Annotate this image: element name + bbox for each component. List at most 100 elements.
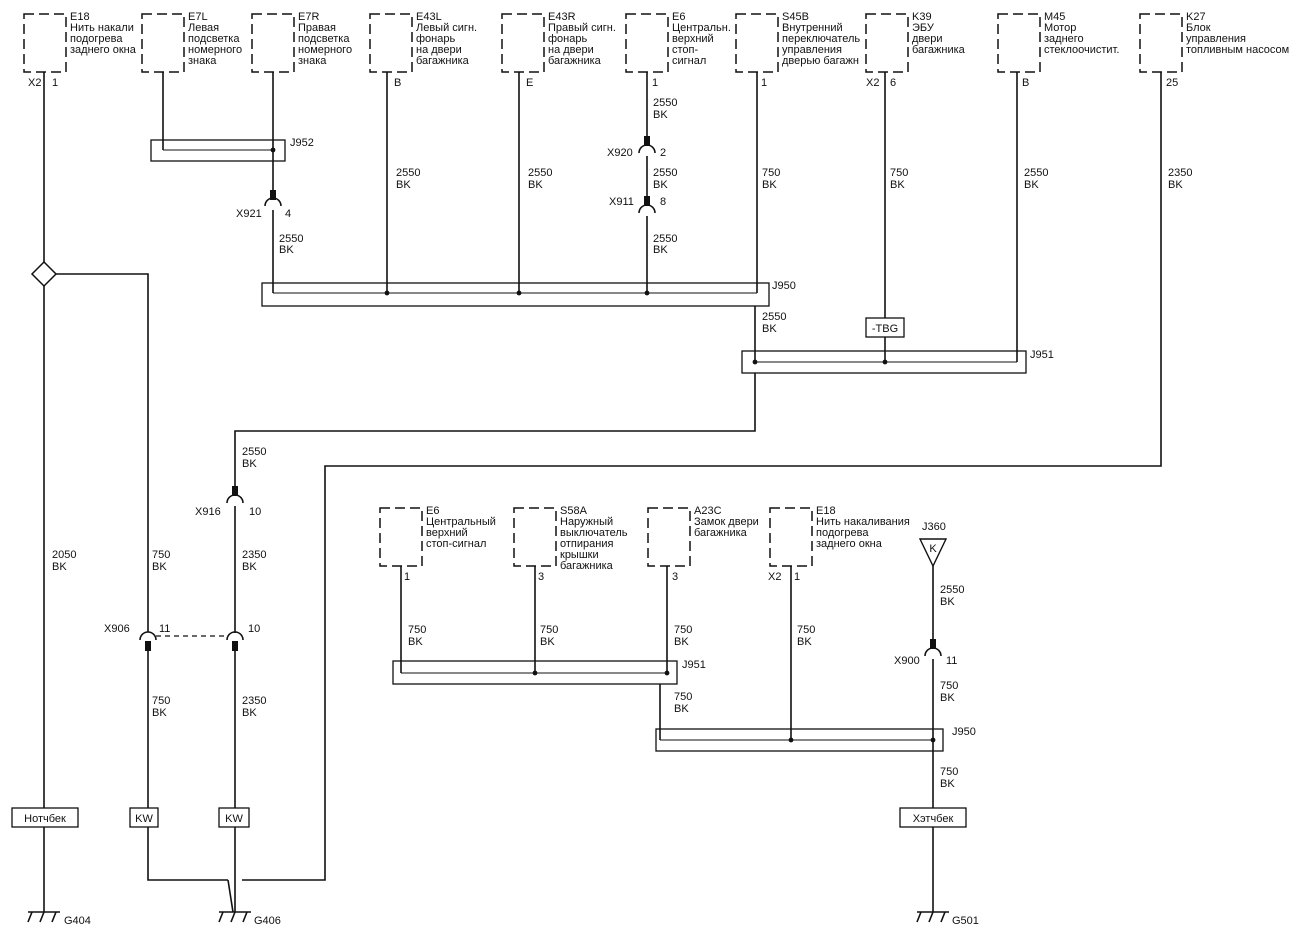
- wire-color: BK: [674, 636, 689, 648]
- component-desc: стоп-сигнал: [426, 538, 486, 550]
- component-id: E18: [816, 505, 836, 517]
- component-desc: заднего: [1044, 33, 1084, 45]
- wire-color: BK: [653, 179, 668, 191]
- wire-gauge: 750: [152, 549, 170, 561]
- wire-color: BK: [1024, 179, 1039, 191]
- wire-gauge: 2550: [653, 233, 677, 245]
- component-desc: подогрева: [816, 527, 869, 539]
- wire-color: BK: [528, 179, 543, 191]
- wire-color: BK: [762, 179, 777, 191]
- splice-dot: [882, 359, 888, 365]
- connector-label: X906: [104, 623, 130, 635]
- wire-color: BK: [940, 778, 955, 790]
- wire-gauge: 2550: [279, 233, 303, 245]
- component-k39: K39 ЭБУ двери багажника X2 6: [865, 11, 966, 89]
- wire-color: BK: [396, 179, 411, 191]
- connector-pin: [145, 641, 151, 651]
- pin-number: B: [394, 77, 401, 89]
- component-desc: багажника: [694, 527, 748, 539]
- component-desc: Наружный: [560, 516, 613, 528]
- wire-g406-merge: [227, 879, 234, 913]
- notchback-label: Нотчбек: [24, 813, 66, 825]
- component-id: E7L: [188, 11, 208, 23]
- component-s58a: S58A Наружный выключатель отпирания крыш…: [513, 505, 628, 583]
- connector-pin-number: 2: [660, 147, 666, 159]
- component-desc: переключатель: [782, 33, 860, 45]
- connector-x906-left: [139, 631, 157, 641]
- component-desc: дверью багажн: [782, 55, 859, 67]
- component-id: S45B: [782, 11, 809, 23]
- ground-label: G404: [64, 915, 91, 927]
- connector-pin-number: 10: [248, 623, 260, 635]
- splice-dot: [752, 359, 758, 365]
- wire-color: BK: [152, 707, 167, 719]
- component-desc: фонарь: [416, 33, 455, 45]
- ground-g501-icon: [916, 911, 949, 923]
- connector-pin-number: 11: [159, 623, 170, 635]
- component-desc: Центральный: [426, 516, 496, 528]
- wire-color: BK: [940, 596, 955, 608]
- wire-color: BK: [1168, 179, 1183, 191]
- wire-gauge: 750: [762, 167, 780, 179]
- component-desc: Левая: [188, 22, 219, 34]
- component-desc: Мотор: [1044, 22, 1076, 34]
- component-e7l: E7L Левая подсветка номерного знака: [141, 11, 242, 73]
- connector-pin: [232, 641, 238, 651]
- component-e18-bottom: E18 Нить накаливания подогрева заднего о…: [768, 505, 910, 583]
- splice-j951: [741, 350, 1027, 374]
- connector-pin-number: 4: [285, 208, 291, 220]
- ground-label: G501: [952, 915, 979, 927]
- connector-label: X911: [609, 196, 634, 208]
- hatchback-label: Хэтчбек: [913, 813, 954, 825]
- wire-color: BK: [152, 561, 167, 573]
- component-id: A23C: [694, 505, 722, 517]
- wire-color: BK: [762, 323, 777, 335]
- component-desc: Блок: [1186, 22, 1211, 34]
- kw-label-1: KW: [135, 813, 153, 825]
- component-e43l: E43L Левый сигн. фонарь на двери багажни…: [369, 11, 477, 89]
- wire-k27: [242, 72, 1162, 881]
- kw-box-2: [218, 807, 250, 828]
- component-id: M45: [1044, 11, 1065, 23]
- component-desc: номерного: [298, 44, 352, 56]
- wire-gauge: 750: [674, 691, 692, 703]
- component-desc: двери: [912, 33, 943, 45]
- ground-g406-icon: [218, 911, 251, 923]
- wire-gauge: 2550: [396, 167, 420, 179]
- component-desc: багажника: [548, 55, 602, 67]
- notchback-box: [11, 807, 79, 828]
- wire-gauge: 750: [890, 167, 908, 179]
- splice-dot: [516, 290, 522, 296]
- component-desc: выключатель: [560, 527, 628, 539]
- kw-label-2: KW: [225, 813, 243, 825]
- component-desc: багажника: [912, 44, 966, 56]
- wire-color: BK: [940, 692, 955, 704]
- pin-connector: X2: [866, 77, 879, 89]
- pin-number: 3: [672, 571, 678, 583]
- component-id: E43L: [416, 11, 442, 23]
- connector-label: X921: [236, 208, 262, 220]
- component-id: E43R: [548, 11, 576, 23]
- splice-label: J951: [1030, 349, 1054, 361]
- component-desc: на двери: [548, 44, 594, 56]
- component-desc: топливным насосом: [1186, 44, 1289, 56]
- wire-gauge: 750: [540, 624, 558, 636]
- connector-x906-right: [226, 631, 244, 641]
- splice-j952: [150, 139, 286, 162]
- component-desc: Нить накаливания: [816, 516, 910, 528]
- wire-color: BK: [674, 703, 689, 715]
- component-e7r: E7R Правая подсветка номерного знака: [251, 11, 352, 73]
- component-desc: управления: [1186, 33, 1246, 45]
- pin-number: 1: [404, 571, 410, 583]
- ground-label: G406: [254, 915, 281, 927]
- component-e43r: E43R Правый сигн. фонарь на двери багажн…: [501, 11, 616, 89]
- wire-color: BK: [797, 636, 812, 648]
- splice-dot: [532, 670, 538, 676]
- wire-gauge: 2550: [653, 167, 677, 179]
- component-id: E6: [672, 11, 685, 23]
- component-desc: сигнал: [672, 55, 706, 67]
- wire-gauge: 2550: [940, 584, 964, 596]
- pin-number: 1: [52, 77, 58, 89]
- component-e6-bottom: E6 Центральный верхний стоп-сигнал 1: [379, 505, 496, 583]
